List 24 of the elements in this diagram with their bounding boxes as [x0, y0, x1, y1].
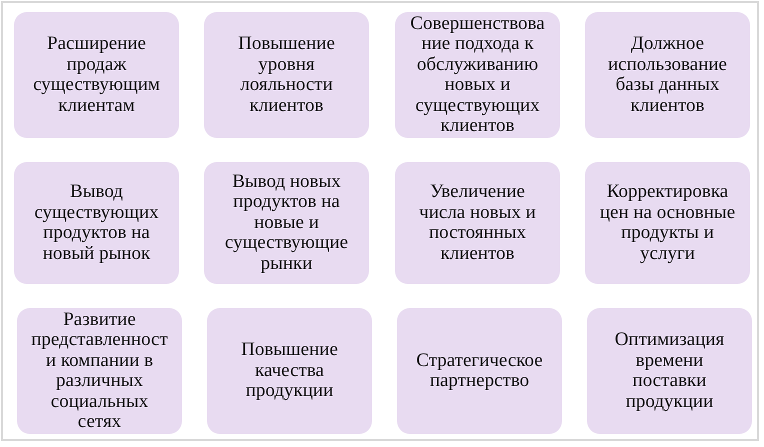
- rounded-box: [207, 308, 372, 434]
- box-text: Корректировка цен на основные продукты и услуги: [598, 182, 736, 264]
- rounded-box: [17, 308, 182, 434]
- box-text: Оптимизация времени поставки продукции: [614, 330, 726, 412]
- rounded-box: [14, 162, 179, 284]
- rounded-box: [204, 12, 369, 138]
- box-text: Повышение качества продукции: [240, 340, 339, 402]
- box-text: Расширение продаж существующим клиентам: [32, 34, 161, 116]
- rounded-box: [585, 162, 750, 284]
- rounded-box: [14, 12, 179, 138]
- box-text: Увеличение числа новых и постоянных клиентов: [418, 182, 537, 264]
- rounded-box: [397, 308, 562, 434]
- box-text: Повышение уровня лояльности клиентов: [237, 34, 336, 116]
- rounded-box: [587, 308, 752, 434]
- rounded-box: [395, 162, 560, 284]
- box-text: Развитие представленности компании в различных социальных сетях: [30, 310, 169, 432]
- rounded-box: [585, 12, 750, 138]
- box-text: Совершенствование подхода к обслуживанию новых и существующих клиентов: [409, 14, 546, 136]
- rounded-box: [395, 12, 560, 138]
- box-text: Должное использование базы данных клиентов: [607, 34, 728, 116]
- box-text: Вывод новых продуктов на новые и существующие рынки: [224, 172, 350, 274]
- rounded-box: [204, 162, 369, 284]
- box-text: Вывод существующих продуктов на новый рынок: [33, 182, 160, 264]
- box-text: Стратегическое партнерство: [415, 350, 544, 392]
